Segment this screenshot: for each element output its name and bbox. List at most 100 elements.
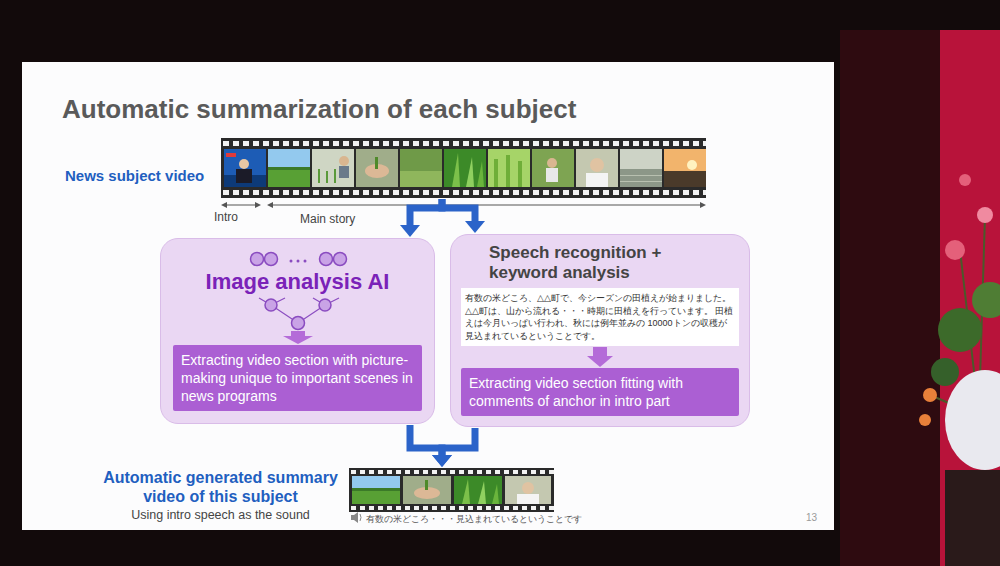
film-strip	[349, 468, 554, 512]
film-strip	[400, 149, 442, 187]
neural-network-icon	[304, 260, 307, 263]
film-strip	[505, 476, 551, 504]
range-bracket	[255, 202, 261, 208]
film-strip	[586, 173, 608, 187]
film-strip	[339, 166, 349, 178]
film-strip	[221, 138, 706, 198]
film-strip	[532, 149, 574, 187]
film-strip	[664, 149, 706, 171]
film-strip	[221, 138, 706, 198]
flow-arrow	[442, 199, 475, 221]
film-strip	[224, 149, 266, 187]
flower-arrangement	[945, 370, 1000, 470]
speaker-icon	[351, 512, 358, 523]
film-strip	[239, 159, 249, 169]
film-strip	[268, 167, 310, 170]
film-strip	[492, 484, 499, 504]
neural-network-icon	[265, 299, 277, 311]
film-strip	[356, 149, 398, 187]
film-strip	[477, 161, 484, 187]
flower-arrangement	[938, 308, 982, 352]
flow-arrow	[410, 425, 442, 455]
film-strip	[494, 159, 498, 187]
film-strip	[352, 488, 400, 491]
film-strip	[466, 157, 474, 187]
film-strip	[505, 476, 551, 504]
node-text: 有数の米どころ、△△町で、今シーズンの田植えが始まりました。 △△町は、山から流…	[465, 292, 735, 342]
film-strip	[326, 171, 328, 183]
film-strip	[312, 149, 354, 187]
video-strip: News subject video	[65, 138, 706, 198]
speaker-icon	[360, 514, 361, 521]
film-strip	[620, 149, 662, 169]
film-strip	[318, 169, 320, 183]
neural-network-icon	[173, 247, 424, 269]
node-text: Speech recognition + keyword analysis	[461, 243, 739, 283]
film-strip	[356, 149, 398, 187]
range-label: Intro	[214, 210, 238, 224]
flower-arrangement	[923, 388, 937, 402]
film-strip	[400, 171, 442, 187]
film-strip	[518, 161, 522, 187]
film-strip	[352, 476, 400, 504]
flower-arrangement	[972, 282, 1000, 318]
film-strip	[620, 181, 662, 182]
neural-network-icon	[297, 260, 300, 263]
flow-arrow	[410, 199, 442, 225]
neural-network-icon	[265, 299, 331, 330]
neural-network-icon	[290, 260, 293, 263]
film-strip	[403, 476, 451, 504]
film-strip	[664, 149, 706, 187]
film-strip	[452, 153, 460, 187]
film-strip	[334, 169, 336, 183]
film-strip	[268, 149, 310, 169]
flower-arrangement	[977, 207, 993, 223]
flower-arrangement	[945, 470, 1000, 566]
film-strip	[576, 149, 618, 187]
film-strip	[312, 149, 354, 187]
range-label: Main story	[300, 212, 355, 226]
film-strip	[462, 479, 470, 504]
film-strip	[532, 149, 574, 187]
film-strip	[522, 482, 534, 494]
flower-arrangement	[919, 174, 1000, 566]
neural-network-icon	[173, 295, 424, 345]
film-strip	[576, 149, 618, 187]
film-strip	[664, 171, 706, 187]
analysis-panel: Speech recognition + keyword analysis 有数の…	[450, 234, 750, 427]
film-strip	[444, 149, 486, 187]
node-text: News subject video	[65, 167, 213, 184]
neural-network-icon	[283, 336, 313, 344]
range-bracket	[700, 202, 706, 208]
process-box: Extracting video section with picture-ma…	[173, 345, 422, 411]
speech-caption: 有数の米どころ・・・見込まれているということです	[366, 514, 582, 525]
film-strip	[478, 481, 486, 504]
film-strip	[224, 149, 266, 187]
range-bracket	[224, 204, 258, 205]
flower-arrangement	[945, 240, 965, 260]
film-strip	[221, 190, 706, 195]
film-strip	[400, 149, 442, 187]
film-strip	[620, 169, 662, 187]
film-strip	[517, 494, 539, 504]
page-number: 13	[806, 512, 817, 523]
film-strip	[236, 169, 252, 183]
room-background	[840, 30, 940, 566]
film-strip	[590, 158, 604, 172]
node-text: Using intro speech as the sound	[98, 507, 343, 523]
neural-network-icon	[265, 253, 278, 266]
neural-network-icon	[251, 253, 347, 266]
film-strip	[349, 506, 554, 510]
film-strip	[339, 156, 349, 166]
film-strip	[620, 175, 662, 176]
film-strip	[226, 153, 236, 157]
slide-panel	[22, 62, 834, 530]
flower-arrangement	[931, 358, 959, 386]
flow-arrow	[442, 428, 475, 455]
flow-arrow	[593, 347, 607, 356]
range-bracket	[267, 202, 273, 208]
film-strip	[454, 476, 502, 504]
film-strip	[425, 480, 428, 490]
